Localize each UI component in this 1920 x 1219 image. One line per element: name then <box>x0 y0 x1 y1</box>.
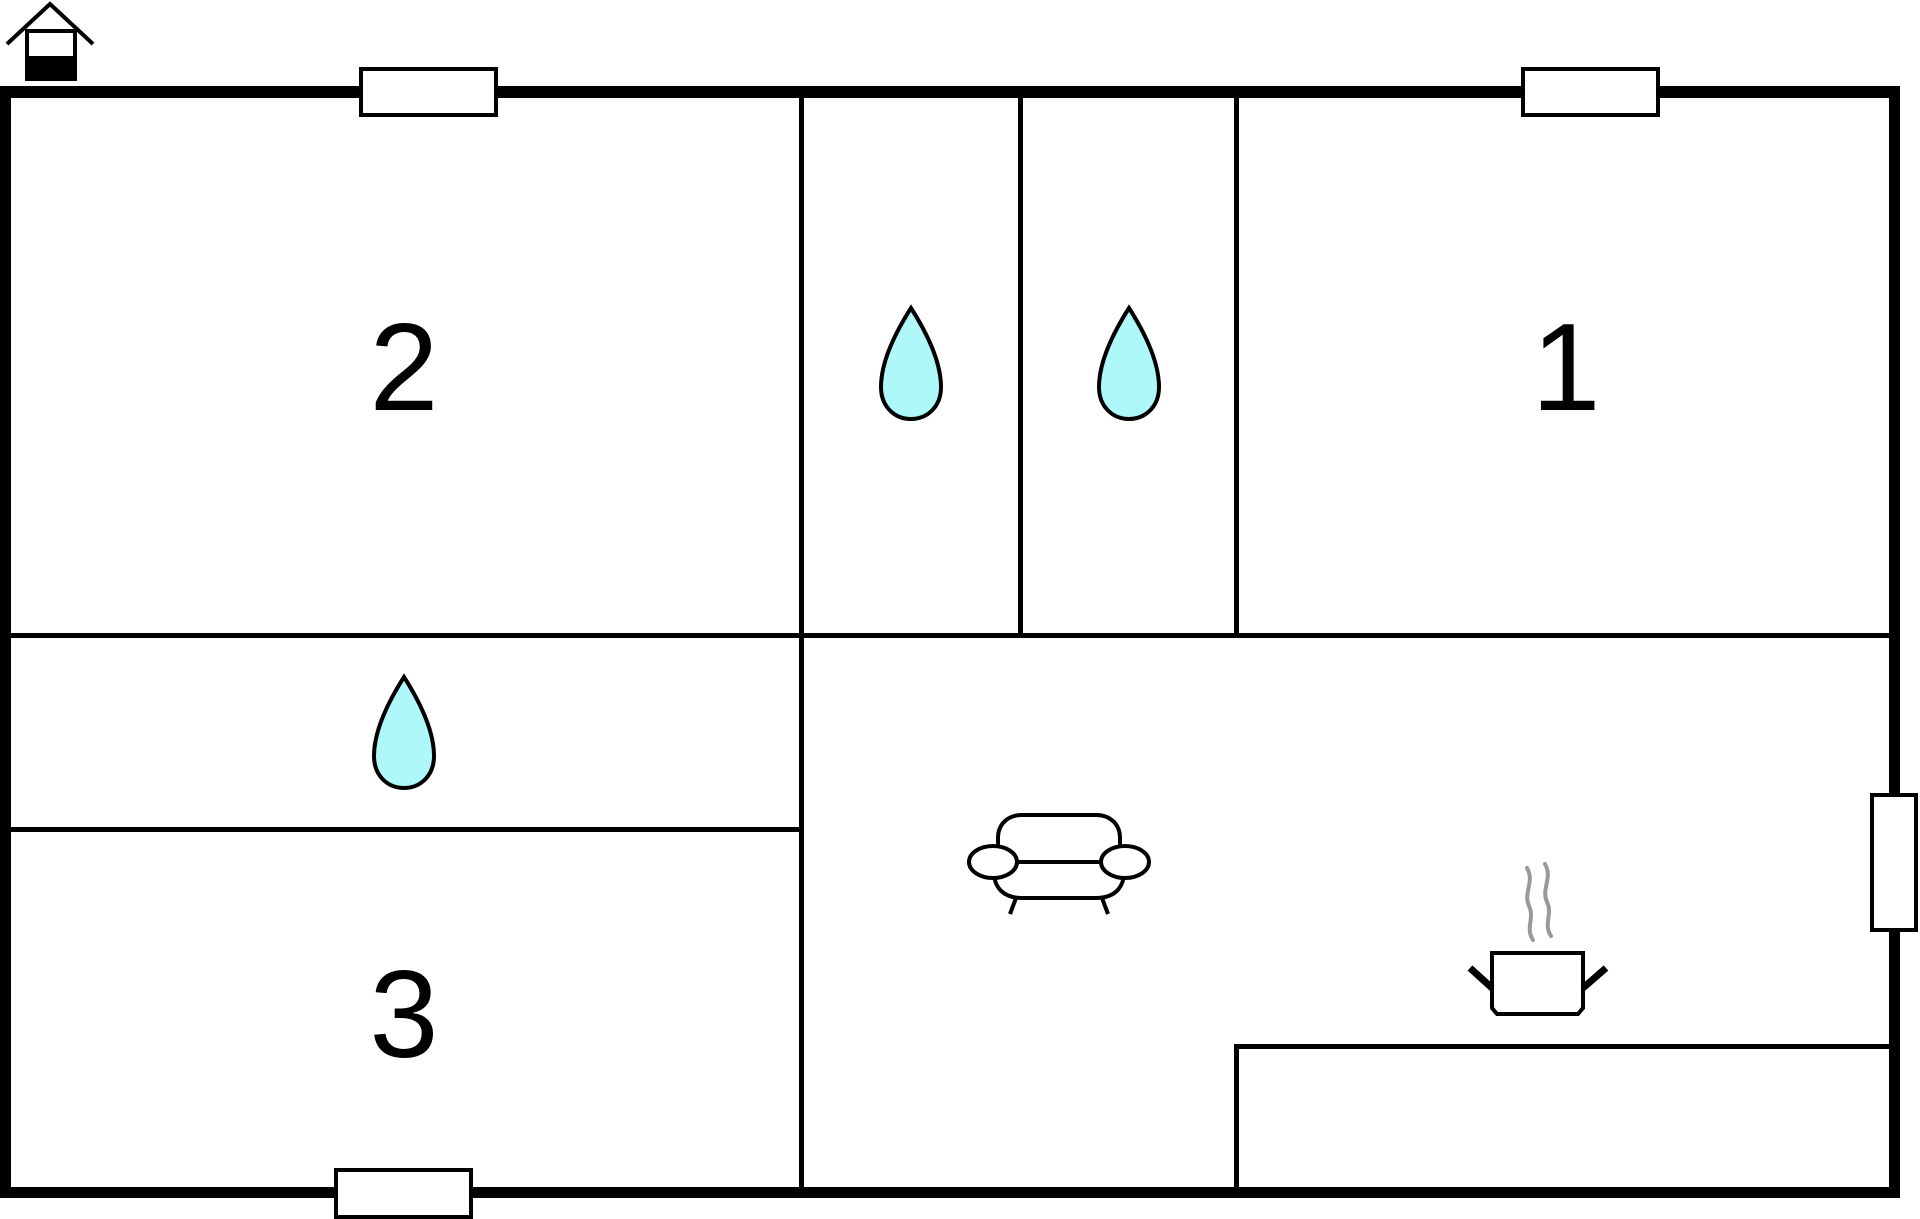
room-label-2: 2 <box>369 299 439 437</box>
room-label-3: 3 <box>369 946 439 1084</box>
outer-wall-right <box>1889 86 1900 1198</box>
window-bottom <box>334 1168 473 1219</box>
water-drop-icon <box>1096 304 1162 422</box>
water-drop-icon <box>371 673 437 791</box>
counter-wall-horizontal <box>1234 1044 1889 1049</box>
outer-wall-bottom <box>0 1187 1900 1198</box>
sofa-icon <box>967 813 1151 915</box>
room-label-1: 1 <box>1531 299 1601 437</box>
counter-wall-vertical <box>1234 1044 1239 1189</box>
interior-wall-center <box>799 98 804 1188</box>
outer-wall-left <box>0 86 11 1198</box>
interior-wall-lower-left <box>11 827 801 832</box>
window-top-left <box>359 67 498 117</box>
cooking-pot-icon <box>1467 862 1609 1016</box>
water-drop-icon <box>878 304 944 422</box>
window-top-right <box>1521 67 1660 117</box>
interior-wall-middle <box>11 633 1889 638</box>
house-entrance-icon <box>5 1 95 81</box>
interior-wall-bath1 <box>1018 98 1023 638</box>
interior-wall-bath2 <box>1234 98 1239 638</box>
window-right <box>1870 793 1918 932</box>
